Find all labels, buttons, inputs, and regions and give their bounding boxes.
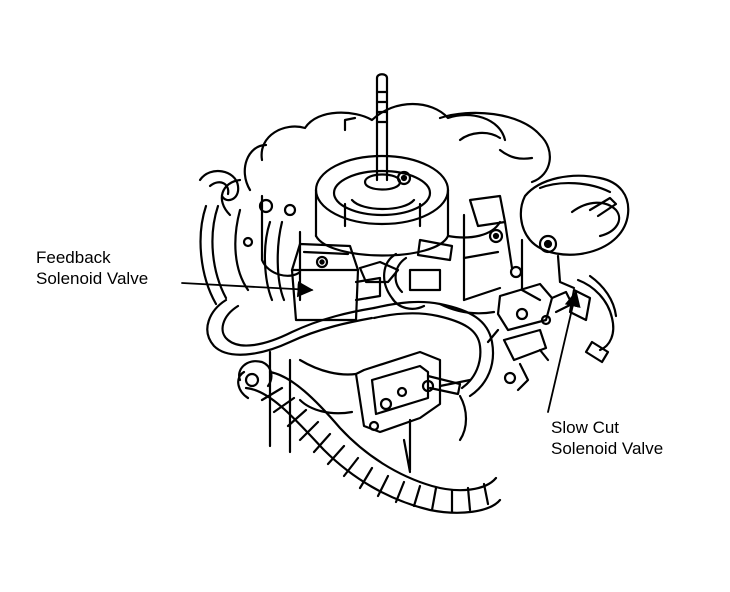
- choke-housing: [519, 174, 630, 364]
- feedback-label-line1: Feedback: [36, 248, 111, 267]
- feedback-solenoid-label: Feedback Solenoid Valve: [36, 247, 148, 289]
- slow-cut-solenoid-assembly: [486, 282, 574, 392]
- feedback-leader-line: [181, 281, 314, 298]
- slow-cut-label-line1: Slow Cut: [551, 418, 620, 437]
- slow-cut-solenoid-label: Slow Cut Solenoid Valve: [551, 417, 663, 459]
- wire-harness: [237, 360, 502, 514]
- feedback-label-line2: Solenoid Valve: [36, 269, 149, 288]
- vacuum-hoses: [198, 169, 496, 398]
- slow-cut-label-line2: Solenoid Valve: [551, 439, 664, 458]
- slow-cut-leader-line: [547, 290, 581, 413]
- upper-body-lobes: [220, 102, 551, 217]
- air-horn: [314, 154, 450, 257]
- feedback-solenoid-block: [290, 242, 382, 322]
